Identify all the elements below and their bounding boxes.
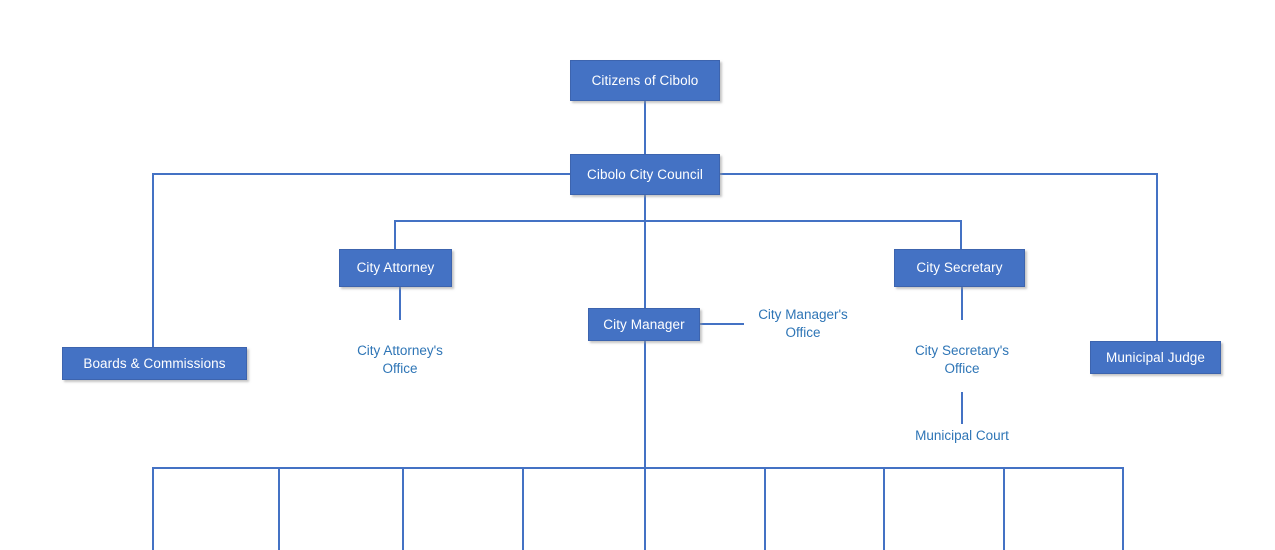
- connector-inner-distribution-bar: [394, 220, 961, 222]
- node-cibolo-city-council[interactable]: Cibolo City Council: [570, 154, 720, 195]
- node-city-secretary[interactable]: City Secretary: [894, 249, 1025, 287]
- label-city-secretarys-office[interactable]: City Secretary's Office: [914, 343, 1010, 376]
- connector-city-attorney-to-office: [399, 287, 401, 320]
- connector-city-manager-to-departments-bar: [644, 341, 646, 468]
- department-branch-drop: [522, 467, 524, 550]
- label-city-managers-office[interactable]: City Manager's Office: [758, 307, 848, 340]
- label-municipal-court[interactable]: Municipal Court: [915, 428, 1009, 443]
- connector-secretary-office-to-municipal-court: [961, 392, 963, 424]
- department-branch-drop: [152, 467, 154, 550]
- connector-citizens-to-council: [644, 101, 646, 158]
- departments-distribution-bar: [152, 467, 1124, 469]
- label-city-attorneys-office[interactable]: City Attorney's Office: [357, 343, 443, 376]
- department-branch-drop: [402, 467, 404, 550]
- department-branch-drop: [764, 467, 766, 550]
- node-boards-and-commissions[interactable]: Boards & Commissions: [62, 347, 247, 380]
- connector-council-to-city-manager: [644, 195, 646, 308]
- connector-inner-bar-to-city-attorney: [394, 220, 396, 249]
- connector-council-to-boards: [152, 173, 154, 347]
- department-branch-drop: [883, 467, 885, 550]
- node-city-manager[interactable]: City Manager: [588, 308, 700, 341]
- connector-inner-bar-to-city-secretary: [960, 220, 962, 249]
- department-branch-drop: [1122, 467, 1124, 550]
- department-branch-drop: [1003, 467, 1005, 550]
- node-city-attorney[interactable]: City Attorney: [339, 249, 452, 287]
- connector-council-to-municipal-judge: [1156, 173, 1158, 341]
- connector-city-secretary-to-office: [961, 287, 963, 320]
- node-municipal-judge[interactable]: Municipal Judge: [1090, 341, 1221, 374]
- node-citizens-of-cibolo[interactable]: Citizens of Cibolo: [570, 60, 720, 101]
- connector-city-manager-to-office: [700, 323, 744, 325]
- department-branch-drop: [644, 467, 646, 550]
- department-branch-drop: [278, 467, 280, 550]
